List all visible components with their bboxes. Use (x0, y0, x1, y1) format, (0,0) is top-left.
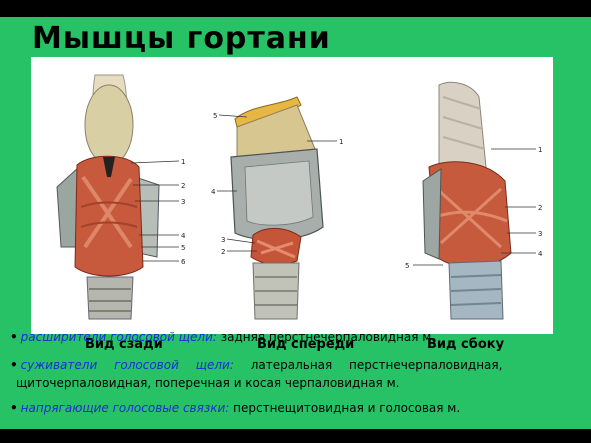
front-label-5: 5 (213, 112, 217, 120)
side-label-3: 3 (538, 230, 542, 238)
illustration-panel: 1 2 3 4 5 6 (31, 57, 553, 352)
larynx-back-view (56, 74, 180, 320)
front-label-3: 3 (221, 236, 225, 244)
side-label-2: 2 (538, 204, 542, 212)
bullet-text: задняя перстнечерпаловидная м. (220, 330, 436, 344)
bullet-constrictors-cont: щиточерпаловидная, поперечная и косая че… (16, 376, 399, 390)
back-label-6: 6 (181, 258, 186, 266)
bullet-term: суживатели голосовой щели: (20, 358, 234, 372)
larynx-side-view (413, 81, 536, 320)
back-label-5: 5 (181, 244, 185, 252)
back-label-2: 2 (181, 182, 185, 190)
slide: Мышцы гортани (0, 17, 591, 429)
larynx-front-view (217, 96, 337, 320)
back-label-3: 3 (181, 198, 185, 206)
bullet-term: расширители голосовой щели: (20, 330, 217, 344)
bullet-text-continued: щиточерпаловидная, поперечная и косая че… (16, 376, 400, 390)
bullet-tensors: •напрягающие голосовые связки: перстнещи… (10, 401, 461, 415)
bullet-text: латеральная перстнечерпаловидная, (250, 358, 503, 372)
front-label-1: 1 (339, 138, 343, 146)
larynx-illustration: 1 2 3 4 5 6 (56, 74, 543, 320)
bullet-term: напрягающие голосовые связки: (20, 401, 230, 415)
caption-side-view: Вид сбоку (427, 337, 505, 352)
side-label-1: 1 (538, 146, 542, 154)
back-label-1: 1 (181, 158, 185, 166)
bullet-dilators: •расширители голосовой щели: задняя перс… (10, 330, 436, 344)
side-label-4: 4 (538, 250, 543, 258)
caption-front-view: Вид спереди (257, 337, 355, 352)
side-label-5: 5 (405, 262, 409, 270)
back-label-4: 4 (181, 232, 186, 240)
caption-back-view: Вид сзади (85, 337, 163, 352)
bullet-constrictors: •суживатели голосовой щели: латеральная … (10, 358, 503, 372)
slide-title: Мышцы гортани (32, 21, 331, 56)
front-label-4: 4 (211, 188, 216, 196)
bullet-text: перстнещитовидная и голосовая м. (233, 401, 461, 415)
front-label-2: 2 (221, 248, 225, 256)
